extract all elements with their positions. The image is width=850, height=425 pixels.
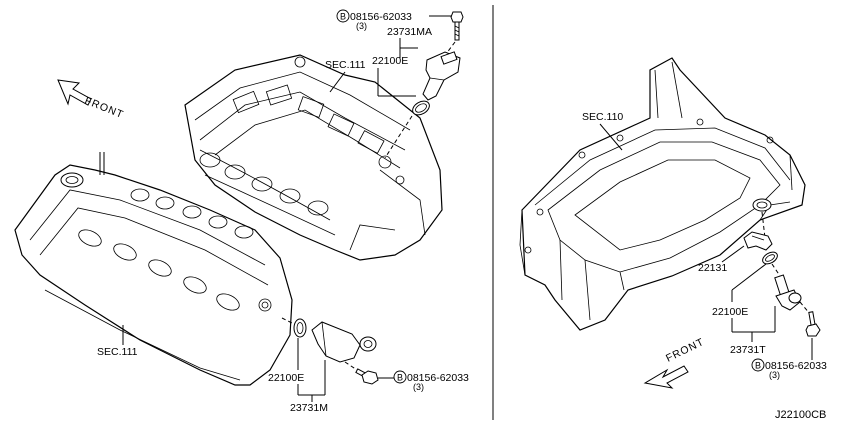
callout-bolt-top: B 08156-62033 (3) [336, 9, 452, 31]
oring-part-number-mid: 22100E [268, 372, 304, 384]
section-ref-top: SEC.111 [325, 59, 366, 71]
callout-sec111-top: SEC.111 [325, 59, 366, 93]
oring-part-number-top: 22100E [372, 55, 408, 67]
callout-clip: 22131 [698, 245, 745, 274]
sensor-part-number-mid: 23731M [290, 402, 328, 414]
cylinder-head-upper [184, 54, 443, 261]
bolt-part-number-right: 08156-62033 [765, 360, 827, 372]
section-ref-right: SEC.110 [582, 111, 623, 123]
crank-sensor-right [774, 274, 802, 311]
bolt-marker-top: B [340, 12, 346, 22]
callout-oring-mid: 22100E [268, 338, 326, 396]
callout-sensor-top: 23731MA [387, 26, 432, 49]
callout-oring-top: 22100E [372, 48, 416, 97]
front-arrow-right: FRONT [643, 336, 706, 389]
bolt-quantity-right: (3) [769, 370, 780, 380]
cam-sensor-mid [311, 321, 377, 363]
oring-mid [293, 318, 307, 338]
sensor-part-number-right: 23731T [730, 344, 766, 356]
front-label-right: FRONT [664, 336, 706, 365]
oil-pan [519, 57, 806, 331]
clip-part-number: 22131 [698, 262, 727, 274]
bolt-mid [355, 368, 379, 385]
bolt-part-number-mid: 08156-62033 [407, 372, 469, 384]
callout-bolt-mid: B 08156-62033 (3) [378, 370, 469, 392]
callout-sensor-mid: 23731M [290, 395, 328, 414]
oring-right [762, 251, 778, 265]
bolt-marker-mid: B [397, 373, 403, 383]
cam-sensor-top [422, 51, 461, 101]
bolt-right [805, 311, 821, 337]
diagram-code: J22100CB [775, 409, 826, 421]
oring-top [412, 100, 430, 116]
bolt-top [450, 11, 464, 41]
front-arrow-left: FRONT [57, 79, 126, 122]
callout-sec110: SEC.110 [582, 111, 623, 151]
front-label-left: FRONT [83, 95, 126, 122]
bolt-quantity-top: (3) [356, 21, 367, 31]
bolt-marker-right: B [755, 361, 761, 371]
sensor-part-number-top: 23731MA [387, 26, 432, 38]
callout-oring-right: 22100E [712, 263, 776, 333]
callout-sec111-left: SEC.111 [97, 325, 138, 358]
cylinder-head-lower [14, 152, 293, 386]
section-ref-left: SEC.111 [97, 346, 138, 358]
callout-sensor-right: 23731T [730, 332, 766, 356]
oring-part-number-right: 22100E [712, 306, 748, 318]
callout-bolt-right: B 08156-62033 (3) [751, 338, 827, 380]
bolt-quantity-mid: (3) [413, 382, 424, 392]
bolt-part-number-top: 08156-62033 [350, 11, 412, 23]
clip-right [743, 231, 773, 251]
